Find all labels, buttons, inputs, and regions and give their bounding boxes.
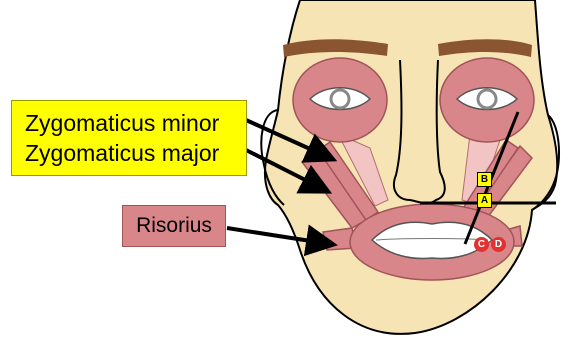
- left-iris: [331, 90, 349, 108]
- zygomaticus-label-box: Zygomaticus minor Zygomaticus major: [11, 100, 247, 176]
- label-risorius: Risorius: [122, 205, 226, 247]
- marker-a: A: [477, 193, 492, 208]
- marker-b: B: [477, 172, 492, 187]
- label-zygomaticus-minor: Zygomaticus minor: [25, 108, 246, 138]
- label-zygomaticus-major: Zygomaticus major: [25, 138, 246, 168]
- marker-d: D: [491, 237, 506, 252]
- marker-c: C: [474, 237, 489, 252]
- right-iris: [478, 90, 496, 108]
